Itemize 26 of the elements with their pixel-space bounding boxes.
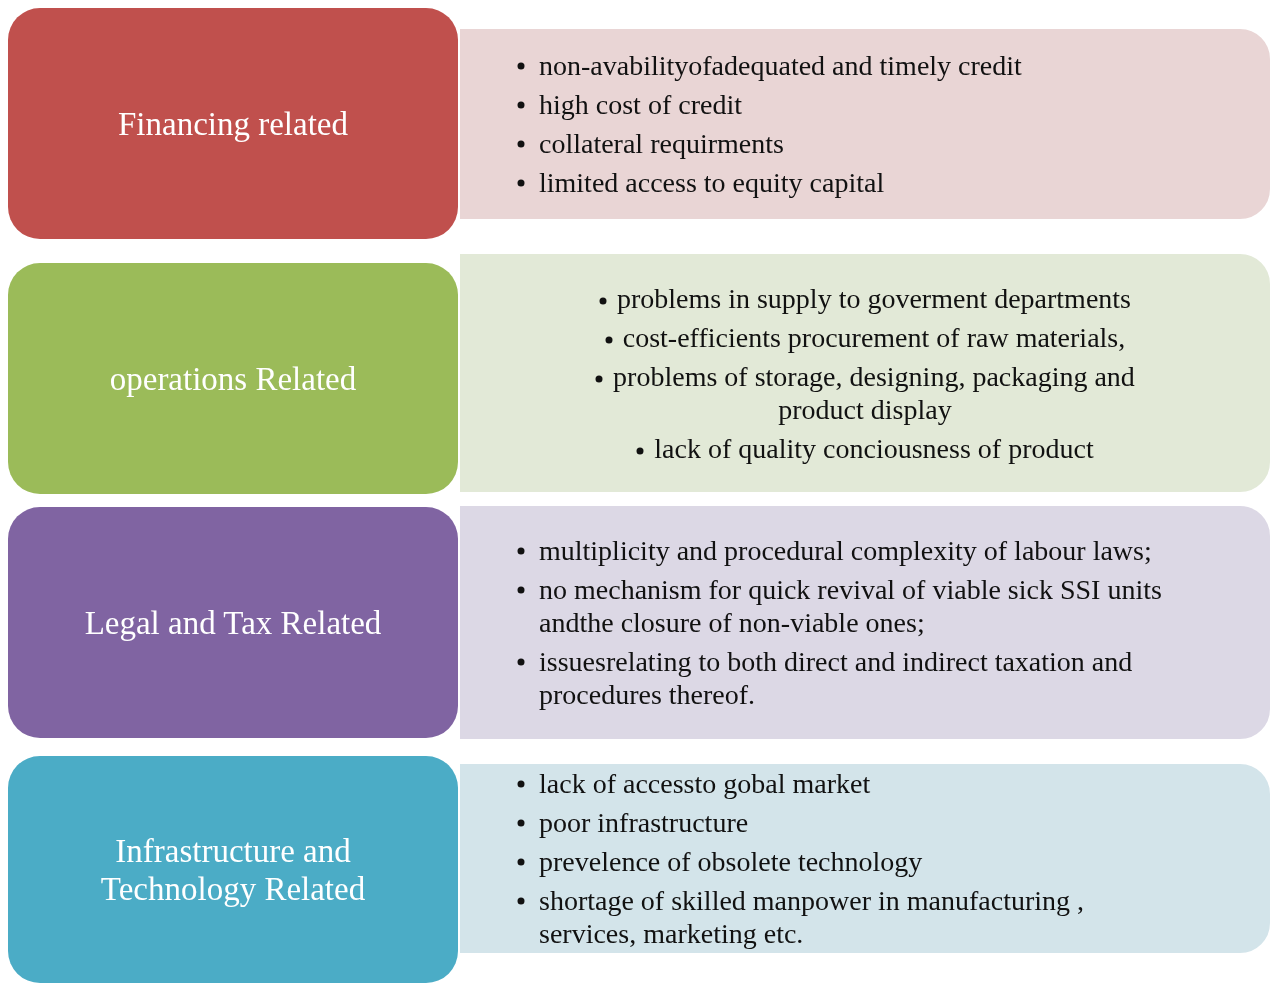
category-title: Financing related	[118, 104, 348, 143]
bullet-item: cost-efficients procurement of raw materials,	[622, 321, 1126, 353]
bullet-item: lack of accessto gobal market	[539, 768, 871, 799]
category-box	[8, 8, 458, 239]
category-title: Infrastructure and Technology Related	[99, 831, 367, 908]
bullet-list-panel	[458, 27, 1272, 221]
bullet-item: shortage of skilled manpower in manufacturing , services, marketing etc.	[539, 885, 1085, 949]
bullet-item: issuesrelating to both direct and indirect taxation and procedures thereof.	[539, 646, 1133, 710]
category-box	[8, 507, 458, 738]
bullet-item: multiplicity and procedural complexity of labour laws;	[539, 535, 1152, 566]
bullet-item: collateral requirments	[539, 128, 784, 159]
bullet-item: problems in supply to goverment departments	[617, 282, 1131, 314]
category-title: Legal and Tax Related	[84, 603, 382, 642]
category-box	[8, 756, 458, 983]
bullet-item: high cost of credit	[539, 89, 742, 120]
bullet-list-panel	[458, 762, 1272, 955]
bullet-item: no mechanism for quick revival of viable sick SSI units andthe closure of non-viable ones;	[539, 574, 1162, 638]
bullet-list-panel	[458, 504, 1272, 741]
bullet-item: limited access to equity capital	[539, 167, 885, 198]
bullet-list-panel	[458, 252, 1272, 494]
category-title: operations Related	[109, 359, 357, 398]
bullet-item: non-avabilityofadequated and timely credit	[539, 50, 1022, 81]
category-box	[8, 263, 458, 494]
bullet-item: poor infrastructure	[539, 807, 749, 838]
bullet-item: lack of quality conciousness of product	[654, 432, 1094, 464]
bullet-item: prevelence of obsolete technology	[539, 846, 923, 877]
